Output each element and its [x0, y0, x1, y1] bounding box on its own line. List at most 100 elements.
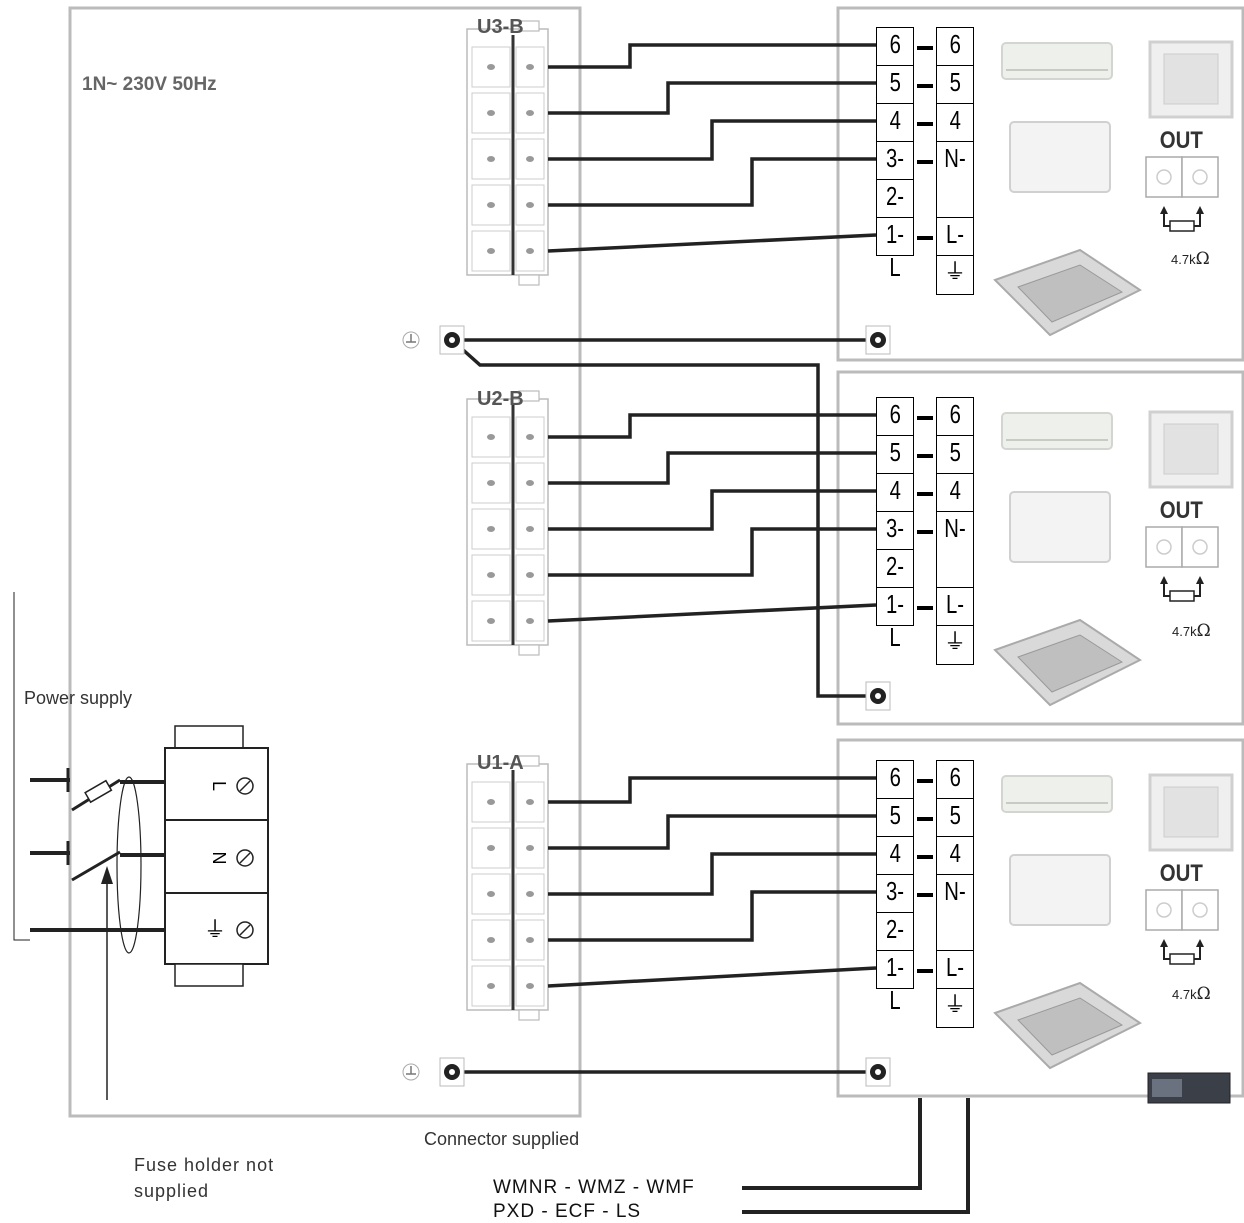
terminal-earth-label: ⏚ — [204, 918, 226, 943]
screw-icon — [487, 799, 495, 805]
unit-terminal-right — [936, 179, 974, 218]
out-label: OUT — [1159, 860, 1203, 887]
unit-terminal-left: 2-N — [876, 912, 914, 977]
unit-terminal-right: 4 — [936, 836, 974, 875]
panel-title-u3: U3-B — [477, 16, 524, 38]
double-pole-switch-icon — [116, 776, 142, 954]
wall-unit-icon — [1001, 775, 1113, 813]
unit-terminal-right: L-L1 — [936, 217, 974, 282]
earth-icon — [402, 1063, 420, 1081]
terminal-label: 5 — [889, 800, 901, 830]
zone-terminal-block — [466, 20, 549, 286]
indoor-unit-pictograms — [993, 40, 1234, 337]
screw-icon — [526, 799, 534, 805]
wall-unit-icon — [1001, 412, 1113, 450]
floor-unit-icon — [1009, 854, 1111, 926]
terminal-link — [917, 606, 933, 610]
unit-terminal-right: 5 — [936, 65, 974, 104]
connector-supplied-label: Connector supplied — [424, 1129, 580, 1149]
unit-terminal-right: N-3 — [936, 511, 974, 576]
unit-terminal-left: 3-N — [876, 511, 914, 576]
screw-icon — [487, 526, 495, 532]
unit-terminal-right — [936, 912, 974, 951]
terminal-label: 5 — [949, 67, 961, 97]
screw-icon — [487, 248, 495, 254]
unit-terminal-left: 4 — [876, 103, 914, 142]
terminal-label: 4 — [949, 838, 961, 868]
connection-wire — [547, 603, 877, 623]
out-label: OUT — [1159, 497, 1203, 524]
screw-icon — [487, 156, 495, 162]
screw-icon — [487, 937, 495, 943]
unit-terminal-left: 4 — [876, 836, 914, 875]
indoor-unit-pictograms — [993, 410, 1234, 707]
terminal-label: 5 — [889, 437, 901, 467]
terminal-label: 1-L — [885, 219, 905, 282]
fuse-icon — [84, 779, 113, 804]
connection-wire — [548, 890, 876, 942]
connection-wire — [548, 776, 876, 804]
screw-icon — [526, 110, 534, 116]
resistor-value-label: 4.7kΩ — [1172, 621, 1211, 641]
terminal-link — [917, 969, 933, 973]
unit-terminal-left: 5 — [876, 435, 914, 474]
terminal-label: 6 — [949, 399, 961, 429]
unit-terminal-right: 4 — [936, 103, 974, 142]
terminal-link — [917, 779, 933, 783]
terminal-label: 4 — [889, 105, 901, 135]
floor-unit-icon — [1009, 121, 1111, 193]
unit-terminal-right: 4 — [936, 473, 974, 512]
terminal-label: 6 — [889, 399, 901, 429]
terminal-label: 5 — [889, 67, 901, 97]
fuse-holder-line-1: Fuse holder not — [134, 1155, 275, 1175]
panel-title-u2: U2-B — [477, 388, 524, 410]
screw-icon — [526, 202, 534, 208]
ohm-symbol: Ω — [1196, 984, 1211, 1004]
screw-icon — [487, 572, 495, 578]
unit-terminal-left: 2-N — [876, 179, 914, 244]
terminal-label: 6 — [889, 29, 901, 59]
screw-icon — [236, 921, 254, 939]
zone-terminal-block — [466, 390, 549, 656]
power-supply-label: Power supply — [24, 688, 133, 708]
screw-icon — [487, 64, 495, 70]
unit-terminal-left: 1-L — [876, 587, 914, 652]
terminal-link — [917, 855, 933, 859]
screw-icon — [487, 845, 495, 851]
terminal-label: 1-L — [885, 952, 905, 1015]
screw-icon — [526, 845, 534, 851]
terminal-link — [917, 236, 933, 240]
unit-terminal-right: 6 — [936, 27, 974, 66]
wall-unit-icon — [1001, 42, 1113, 80]
unit-earth-terminal — [865, 325, 891, 355]
screw-icon — [487, 110, 495, 116]
connection-wire — [548, 157, 876, 207]
unit-earth-cell: ⏚ — [936, 625, 974, 665]
connection-wire — [548, 451, 876, 485]
ohm-symbol: Ω — [1196, 621, 1211, 641]
unit-terminal-left: 3-N — [876, 874, 914, 939]
connection-wire — [548, 43, 876, 69]
output-cables — [742, 1098, 970, 1214]
terminal-link — [917, 893, 933, 897]
screw-icon — [526, 156, 534, 162]
terminal-label: 4 — [949, 105, 961, 135]
out-label: OUT — [1159, 127, 1203, 154]
unit-terminal-left: 6 — [876, 760, 914, 799]
terminal-link — [917, 84, 933, 88]
connection-wire — [548, 852, 876, 896]
screw-icon — [526, 937, 534, 943]
terminal-label: 4 — [889, 475, 901, 505]
terminal-link — [917, 160, 933, 164]
terminal-label: 1-L — [885, 589, 905, 652]
model-line-2: PXD - ECF - LS — [493, 1201, 642, 1222]
unit-terminal-left: 1-L — [876, 950, 914, 1015]
terminal-label: 5 — [949, 437, 961, 467]
terminal-label: 6 — [889, 762, 901, 792]
resistor-value-label: 4.7kΩ — [1171, 249, 1210, 269]
terminal-link — [917, 492, 933, 496]
connection-wire — [548, 413, 876, 439]
unit-terminal-left: 1-L — [876, 217, 914, 282]
screw-icon — [526, 434, 534, 440]
screw-icon — [526, 64, 534, 70]
